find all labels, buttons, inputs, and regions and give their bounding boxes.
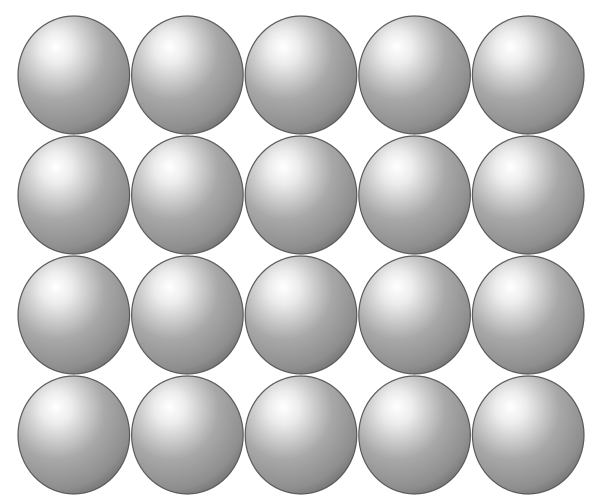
sphere-r4-c5 (472, 376, 584, 494)
sphere-r1-c5 (472, 16, 584, 134)
sphere-r2-c2 (132, 136, 244, 254)
sphere-r2-c4 (359, 136, 471, 254)
sphere-r1-c1 (18, 16, 130, 134)
sphere-r3-c1 (18, 256, 130, 374)
sphere-r2-c1 (18, 136, 130, 254)
sphere-r3-c3 (245, 256, 357, 374)
sphere-r3-c2 (132, 256, 244, 374)
spheres-group (18, 16, 584, 494)
sphere-r1-c4 (359, 16, 471, 134)
sphere-r4-c3 (245, 376, 357, 494)
sphere-r3-c5 (472, 256, 584, 374)
sphere-r2-c3 (245, 136, 357, 254)
sphere-r4-c1 (18, 376, 130, 494)
sphere-r2-c5 (472, 136, 584, 254)
sphere-r3-c4 (359, 256, 471, 374)
sphere-r4-c4 (359, 376, 471, 494)
sphere-r1-c3 (245, 16, 357, 134)
sphere-r1-c2 (132, 16, 244, 134)
sphere-r4-c2 (132, 376, 244, 494)
